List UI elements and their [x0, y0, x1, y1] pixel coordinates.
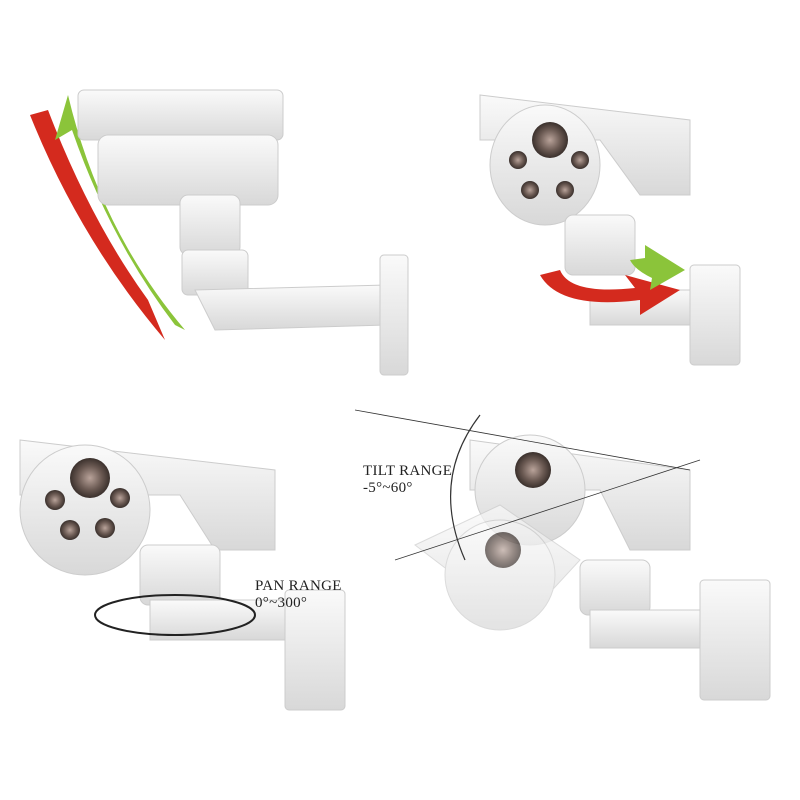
camera-side-view — [30, 89, 409, 376]
pan-range-circle-arrow-icon — [94, 594, 256, 636]
tilt-range-title: TILT RANGE — [363, 463, 452, 479]
tilt-range-arc — [450, 414, 481, 561]
pan-right-arrow-icon — [630, 245, 685, 290]
pan-left-arrow-icon — [540, 270, 680, 315]
pan-range-value: 0°~300° — [255, 595, 307, 611]
tilt-range-value: -5°~60° — [363, 480, 413, 496]
camera-front-view — [479, 94, 741, 366]
tilt-up-arrow-icon — [55, 95, 185, 330]
camera-pan-range: PAN RANGE 0°~300° — [19, 439, 346, 711]
tilt-down-arrow-icon — [30, 110, 165, 340]
camera-tilt-range: TILT RANGE -5°~60° — [354, 409, 771, 701]
pan-range-title: PAN RANGE — [255, 578, 342, 594]
